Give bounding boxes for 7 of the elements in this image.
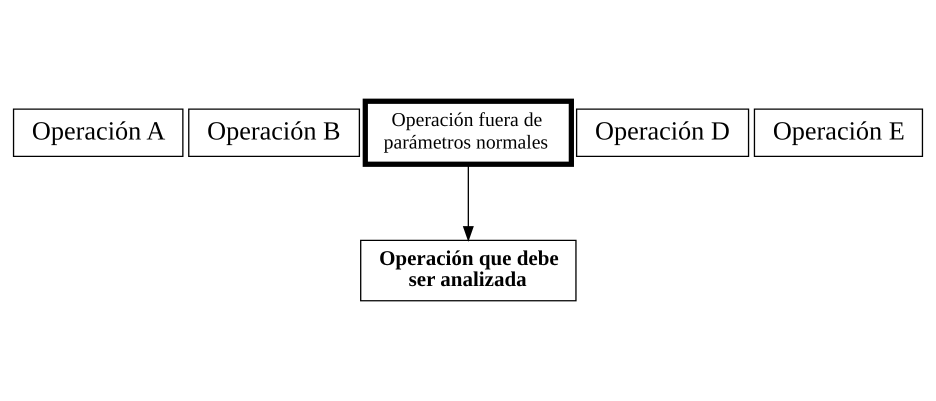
- node-box: Operación que debe ser analizada: [360, 239, 577, 301]
- node-box: Operación D: [576, 108, 750, 157]
- node-box: Operación E: [754, 108, 924, 157]
- node-box: Operación fuera de parámetros normales: [362, 98, 574, 166]
- node-box: Operación A: [12, 108, 184, 157]
- node-box: Operación B: [188, 108, 360, 157]
- arrow: [462, 164, 474, 242]
